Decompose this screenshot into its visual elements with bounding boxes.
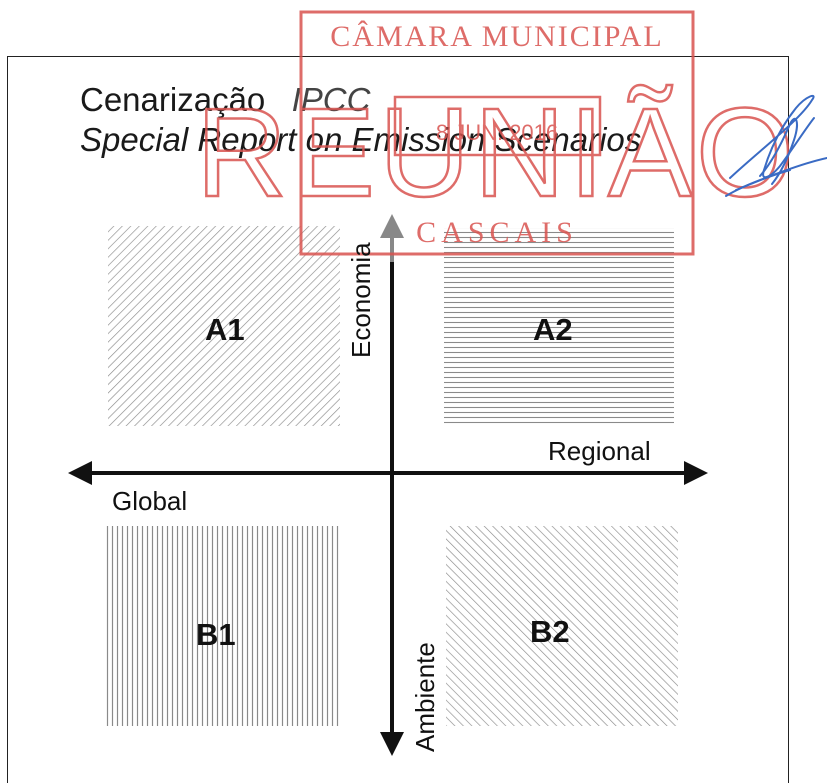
quadrant-a2-label: A2	[533, 312, 573, 347]
stamp-border	[299, 10, 695, 256]
stamp-line2: REUNIÃO	[196, 82, 798, 223]
axis-label-up: Economia	[346, 242, 376, 358]
diagram-title: Cenarização IPCC Special Report on Emiss…	[80, 80, 641, 160]
quadrant-a1-label: A1	[205, 312, 245, 347]
stamp-line1: CÂMARA MUNICIPAL	[330, 20, 663, 53]
arrow-right-icon	[684, 461, 708, 485]
stamp-date: 8 JUN. 2016	[436, 120, 558, 145]
axis-label-left: Global	[112, 486, 188, 516]
stamp: CÂMARA MUNICIPAL REUNIÃO 8 JUN. 2016 CAS…	[195, 10, 798, 256]
arrow-down-icon	[380, 732, 404, 756]
subtitle: Special Report on Emission Scenarios	[80, 121, 642, 158]
quadrant-b2-box	[446, 526, 678, 726]
quadrant-a1-box	[108, 226, 340, 426]
quadrant-a2-box	[444, 228, 674, 426]
quadrant-b1-label: B1	[196, 617, 236, 652]
quadrant-b1-box	[104, 526, 340, 726]
arrow-left-icon	[68, 461, 92, 485]
arrow-up-icon	[380, 214, 404, 238]
stamp-date-box	[393, 95, 602, 157]
stamp-line3: CASCAIS	[416, 216, 578, 249]
diagram-frame	[7, 56, 789, 783]
axis-label-right: Regional	[548, 436, 651, 466]
title-plain: Cenarização	[80, 81, 266, 118]
quadrant-b2-label: B2	[530, 614, 570, 649]
title-italic: IPCC	[291, 81, 371, 118]
signature	[725, 94, 827, 197]
axis-label-down: Ambiente	[410, 642, 440, 752]
